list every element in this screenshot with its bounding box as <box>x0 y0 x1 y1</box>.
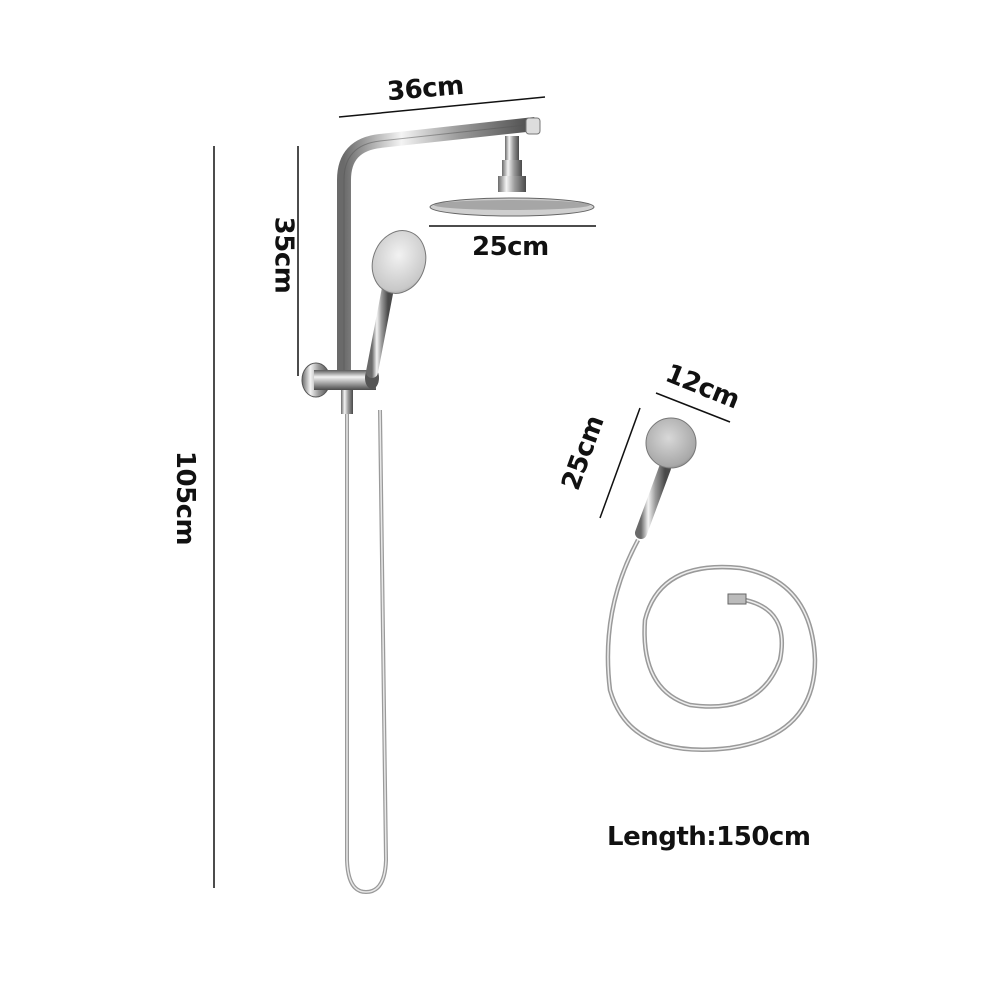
rail-hose <box>345 409 389 895</box>
coiled-hose <box>605 538 818 753</box>
label-upper-rail-height: 35cm <box>268 216 299 294</box>
label-hose-length: Length:150cm <box>607 822 811 852</box>
dim-line-handheld-width <box>655 392 731 423</box>
dimension-lines <box>213 96 731 888</box>
rain-shower-head <box>429 136 595 217</box>
wall-bracket <box>301 362 379 414</box>
dim-line-arm-width <box>338 96 546 118</box>
label-total-height: 105cm <box>170 450 201 546</box>
label-rain-head-diameter: 25cm <box>472 232 549 262</box>
handheld-on-rail <box>366 230 427 378</box>
handheld-shower <box>635 417 697 539</box>
riser-rail <box>337 117 541 370</box>
dim-line-handheld-length <box>599 407 641 519</box>
